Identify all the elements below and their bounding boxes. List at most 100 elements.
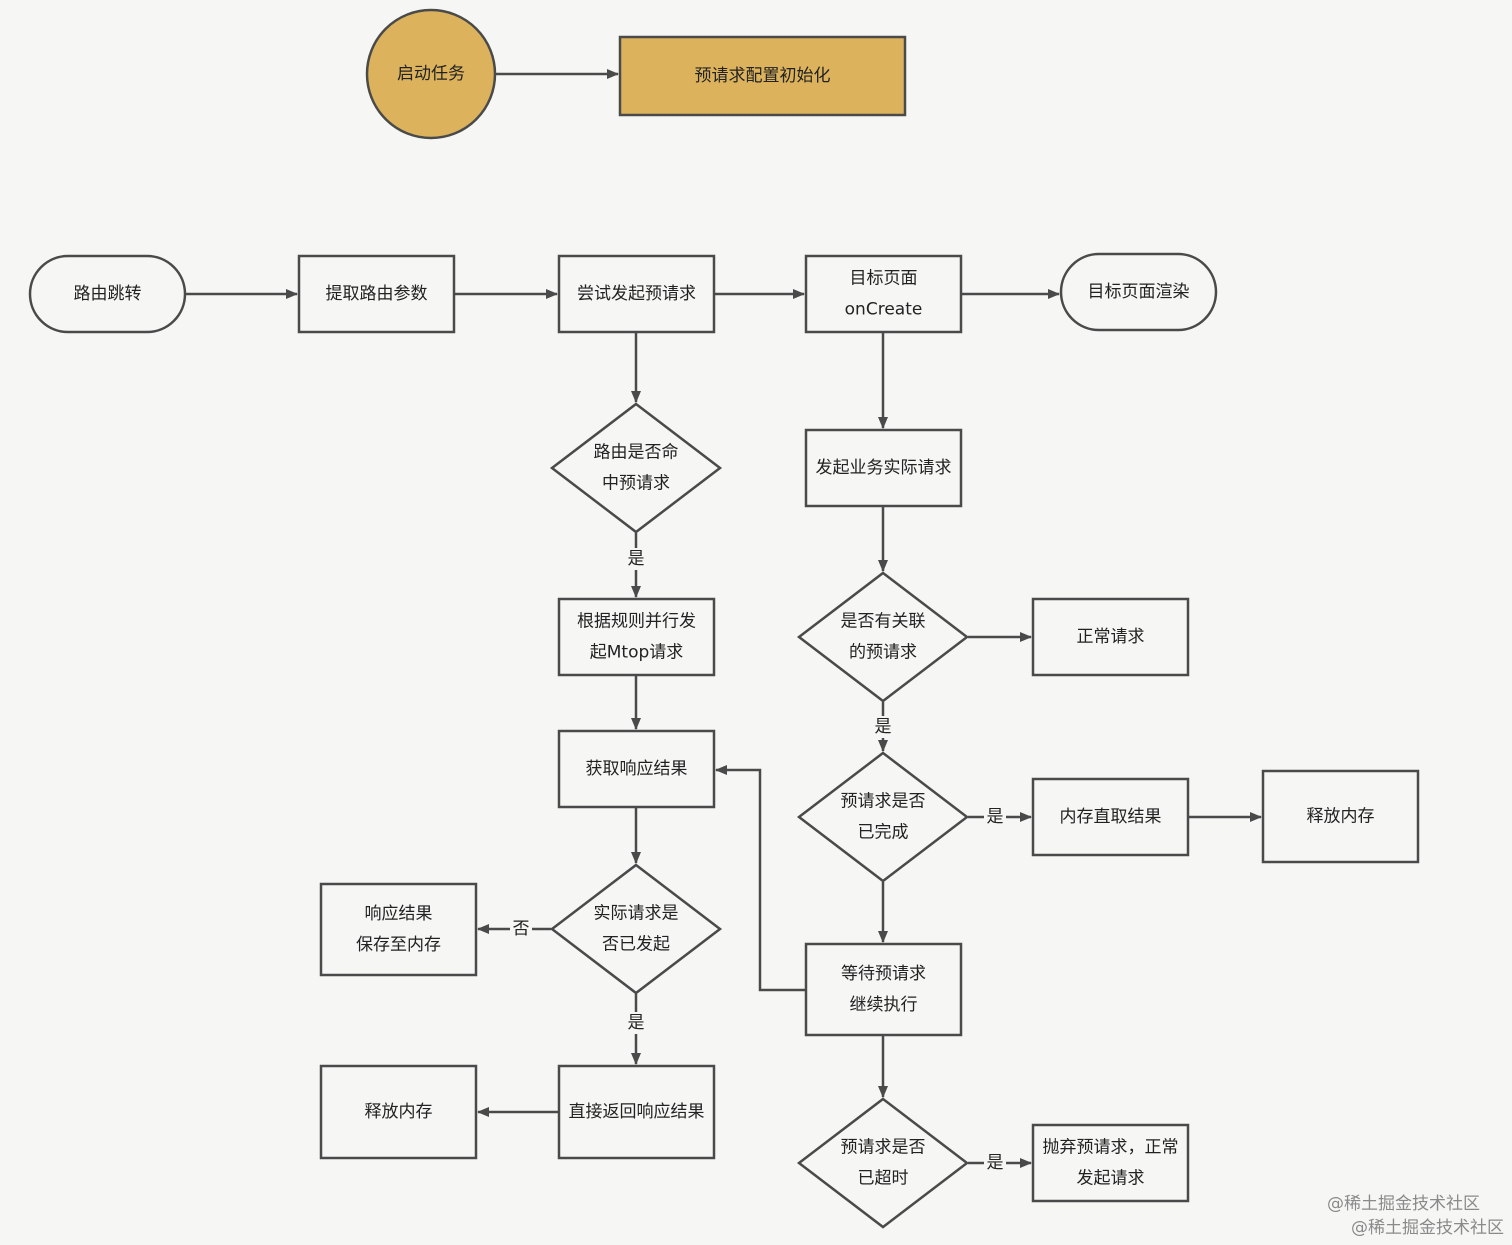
node-release-memory-right: 释放内存 [1261, 769, 1420, 864]
node-shape [796, 1097, 970, 1229]
node-route-jump: 路由跳转 [28, 254, 187, 334]
edge-label: 是 [872, 716, 894, 738]
node-label: 继续执行 [850, 995, 918, 1015]
node-shape [319, 882, 478, 977]
edge-label: 是 [625, 548, 647, 570]
node-label: 目标页面 [850, 269, 918, 289]
node-label: 内存直取结果 [1060, 807, 1162, 827]
node-label: 的预请求 [849, 643, 917, 663]
node-shape [365, 8, 497, 140]
edge-label-text: 是 [987, 807, 1004, 827]
node-label: 启动任务 [397, 64, 465, 84]
node-shape [796, 751, 970, 883]
node-shape [1031, 597, 1190, 677]
node-label: 已超时 [858, 1169, 909, 1189]
node-label: 路由是否命 [594, 443, 679, 463]
edge-label-bg [984, 806, 1006, 828]
node-label: 预请求配置初始化 [695, 66, 831, 86]
watermark: @稀土掘金技术社区 [1351, 1218, 1504, 1238]
edge-label-text: 否 [513, 919, 530, 939]
node-label: 否已发起 [602, 935, 670, 955]
node-shape [557, 254, 716, 334]
edge-label-text: 是 [628, 549, 645, 569]
node-start-task: 启动任务 [365, 8, 497, 140]
node-shape [297, 254, 456, 334]
node-label: 获取响应结果 [586, 759, 688, 779]
node-label: 保存至内存 [356, 935, 441, 955]
node-label: 正常请求 [1077, 627, 1145, 647]
edge-label: 否 [510, 918, 532, 940]
edge-label: 是 [984, 1152, 1006, 1174]
node-label: 提取路由参数 [326, 284, 428, 304]
edge-label: 是 [625, 1012, 647, 1034]
node-return-response: 直接返回响应结果 [557, 1064, 716, 1160]
edge-wait-prerequest-to-get-response [715, 765, 805, 992]
edge-label-bg [625, 1012, 647, 1034]
edge-label-bg [510, 918, 532, 940]
node-shape [319, 1064, 478, 1160]
node-label: 路由跳转 [74, 284, 142, 304]
node-label: 发起业务实际请求 [816, 458, 952, 478]
edge-label-text: 是 [628, 1013, 645, 1033]
node-label: 抛弃预请求，正常 [1043, 1138, 1179, 1158]
edge-label-text: 是 [875, 717, 892, 737]
edge-label-bg [984, 1152, 1006, 1174]
node-label: 目标页面渲染 [1088, 282, 1190, 302]
node-label: 直接返回响应结果 [569, 1102, 705, 1122]
node-shape [549, 402, 723, 534]
node-prerequest-config-init: 预请求配置初始化 [618, 35, 907, 117]
node-label: 预请求是否 [841, 792, 926, 812]
node-label: 预请求是否 [841, 1138, 926, 1158]
node-shape [1031, 777, 1190, 857]
node-label: 释放内存 [1307, 807, 1375, 827]
node-label: 已完成 [858, 823, 909, 843]
node-memory-fetch: 内存直取结果 [1031, 777, 1190, 857]
edge-label-bg [872, 716, 894, 738]
node-shape [549, 863, 723, 995]
node-get-response: 获取响应结果 [557, 729, 716, 809]
node-normal-request: 正常请求 [1031, 597, 1190, 677]
edge-label-bg [625, 548, 647, 570]
node-shape [618, 35, 907, 117]
node-shape [1261, 769, 1420, 864]
edge-label: 是 [984, 806, 1006, 828]
edges-layer [186, 69, 1262, 1168]
node-shape [1059, 252, 1218, 332]
watermark: @稀土掘金技术社区 [1327, 1194, 1480, 1214]
node-shape [557, 729, 716, 809]
node-try-prerequest: 尝试发起预请求 [557, 254, 716, 334]
node-shape [28, 254, 187, 334]
node-label: 发起请求 [1077, 1169, 1145, 1189]
node-label: 等待预请求 [841, 964, 926, 984]
node-label: 实际请求是 [594, 904, 679, 924]
edge-label-text: 是 [987, 1153, 1004, 1173]
node-label: 是否有关联 [841, 612, 926, 632]
node-shape [1031, 1123, 1190, 1203]
node-shape [557, 1064, 716, 1160]
node-label: 响应结果 [365, 904, 433, 924]
node-shape [804, 942, 963, 1037]
node-label: 中预请求 [602, 474, 670, 494]
node-send-actual-request: 发起业务实际请求 [804, 428, 963, 508]
node-extract-route-params: 提取路由参数 [297, 254, 456, 334]
node-shape [796, 571, 970, 703]
node-shape [804, 428, 963, 508]
node-shape [804, 254, 963, 334]
node-label: 尝试发起预请求 [577, 284, 696, 304]
node-label: 释放内存 [365, 1102, 433, 1122]
node-label: 起Mtop请求 [590, 643, 684, 663]
node-label: 根据规则并行发 [577, 612, 696, 632]
